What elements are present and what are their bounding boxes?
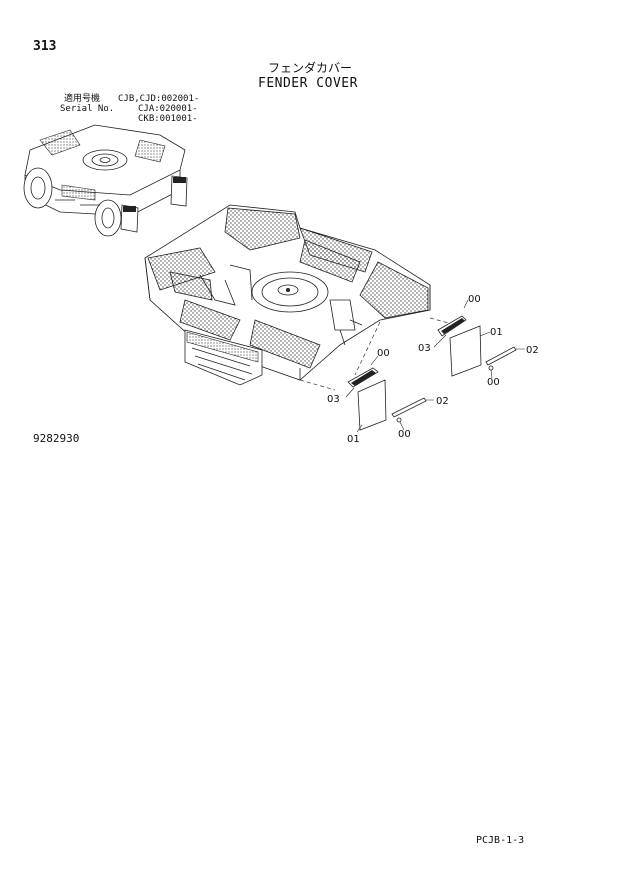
part-label-right-00-top: 00 <box>468 294 481 305</box>
part-label-left-00-bottom: 00 <box>398 429 411 440</box>
right-fender-cover-parts <box>433 299 525 379</box>
serial-label-japanese: 適用号機 <box>64 94 101 104</box>
part-label-left-01: 01 <box>347 434 360 445</box>
part-label-left-02: 02 <box>436 396 449 407</box>
left-fender-cover-parts <box>345 355 434 433</box>
part-label-right-02: 02 <box>526 345 539 356</box>
drawing-number: 9282930 <box>33 432 80 445</box>
part-label-left-03: 03 <box>327 394 340 405</box>
part-label-right-03: 03 <box>418 343 431 354</box>
page-code: PCJB-1-3 <box>476 835 525 846</box>
page-number: 313 <box>33 39 57 54</box>
main-frame-drawing <box>144 204 431 386</box>
title-english: FENDER COVER <box>258 76 358 91</box>
serial-line-2: CJA:020001- <box>138 104 198 114</box>
part-label-left-00-top: 00 <box>377 348 390 359</box>
part-label-right-00-bottom: 00 <box>487 377 500 388</box>
title-japanese: フェンダカバー <box>268 61 353 75</box>
serial-label-english: Serial No. <box>60 104 115 114</box>
overview-machine-thumbnail <box>23 124 188 237</box>
serial-line-1: CJB,CJD:002001- <box>118 94 200 104</box>
part-label-right-01: 01 <box>490 327 503 338</box>
serial-line-3: CKB:001001- <box>138 114 198 124</box>
